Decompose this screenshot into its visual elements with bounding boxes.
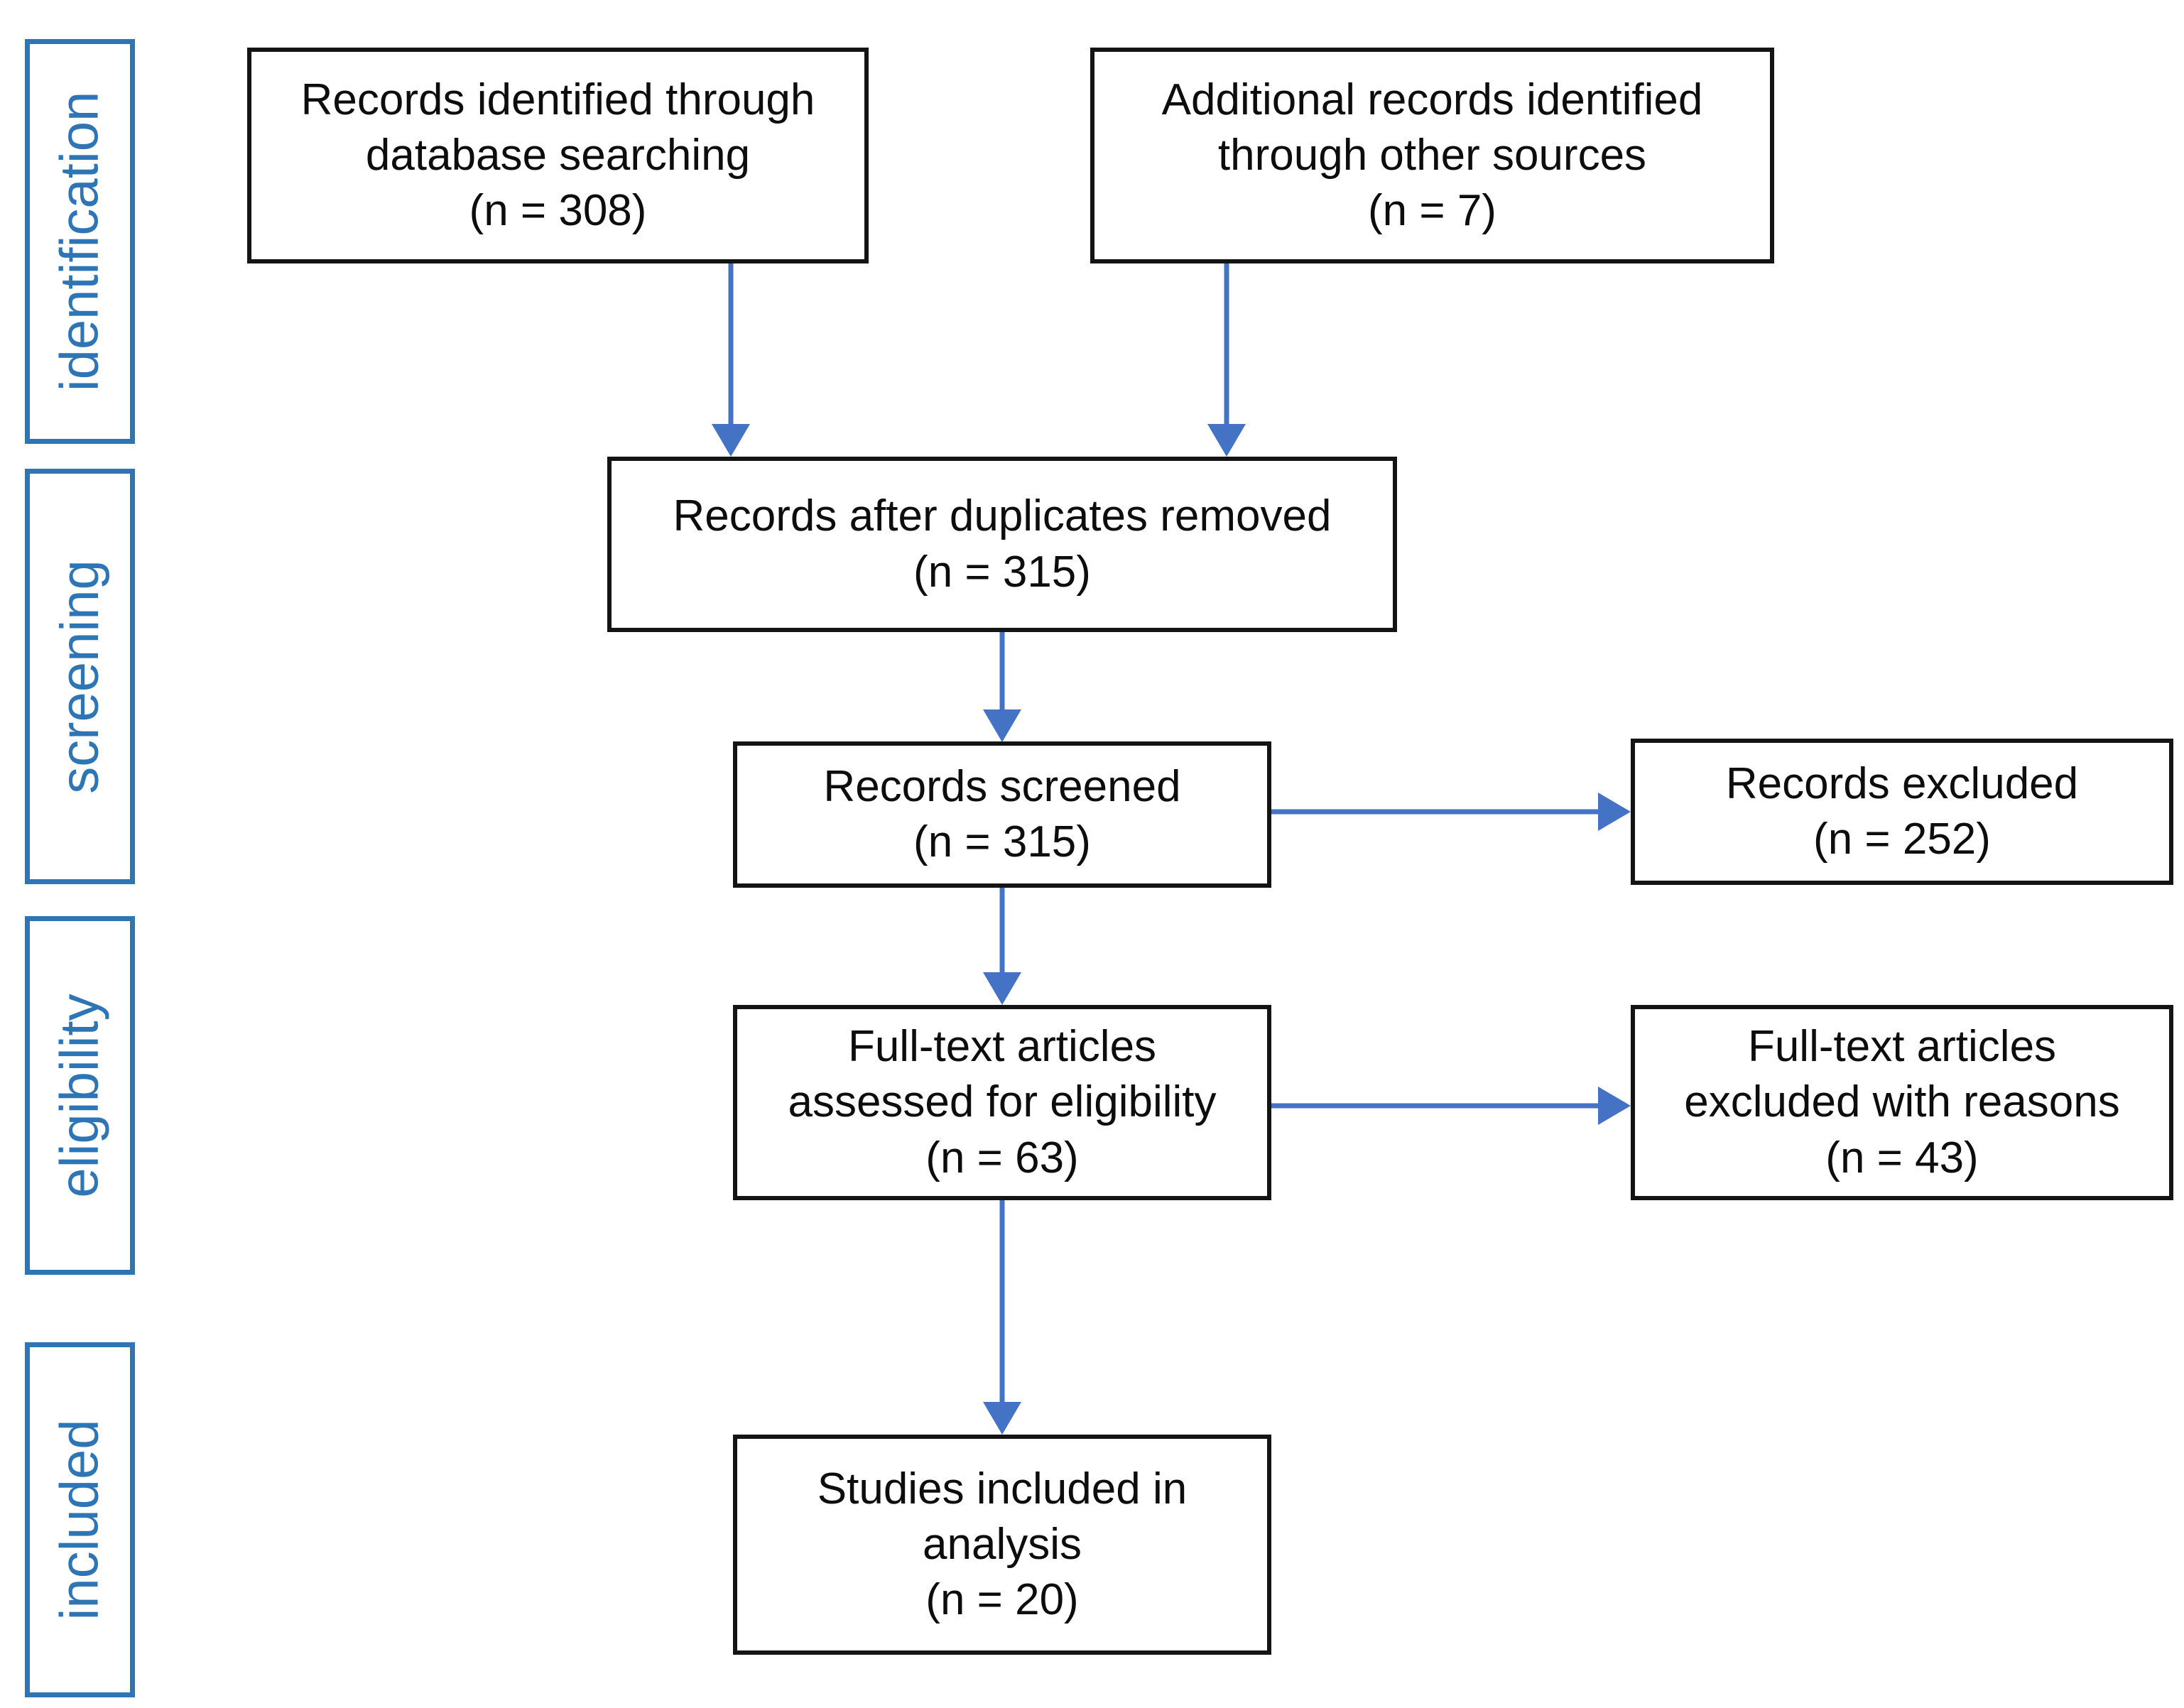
arrow-head-down-icon: [983, 1402, 1021, 1435]
arrow-db-search-to-duplicates: [712, 263, 750, 457]
box-line-3: (n = 20): [925, 1575, 1079, 1625]
arrow-shaft: [1271, 809, 1601, 815]
arrow-shaft: [999, 888, 1005, 974]
box-line-2: excluded with reasons: [1684, 1077, 2120, 1127]
arrow-fulltext-to-studies-included: [983, 1200, 1021, 1435]
arrow-shaft: [999, 1200, 1005, 1405]
arrow-head-right-icon: [1598, 1087, 1631, 1125]
stage-label-screening: screening: [49, 559, 110, 794]
box-records-identified-database-searching: Records identified through database sear…: [247, 48, 869, 263]
box-line-2: analysis: [923, 1519, 1082, 1569]
stage-box-included: included: [25, 1342, 135, 1697]
box-line-3: (n = 43): [1825, 1133, 1979, 1182]
arrow-records-screened-to-fulltext: [983, 888, 1021, 1005]
box-fulltext-articles-assessed-for-eligibility: Full-text articles assessed for eligibil…: [733, 1005, 1271, 1200]
stage-box-screening: screening: [25, 469, 135, 884]
box-line-1: Records excluded: [1725, 758, 2079, 808]
box-line-2: database searching: [365, 130, 751, 180]
box-additional-records-other-sources: Additional records identified through ot…: [1090, 48, 1774, 263]
box-line-2: (n = 315): [913, 547, 1091, 597]
box-line-3: (n = 7): [1368, 186, 1496, 236]
stage-label-identification: identification: [49, 91, 110, 392]
box-fulltext-articles-excluded-with-reasons: Full-text articles excluded with reasons…: [1631, 1005, 2173, 1200]
box-line-2: through other sources: [1217, 130, 1647, 180]
box-records-excluded: Records excluded (n = 252): [1631, 739, 2173, 885]
arrow-head-down-icon: [1207, 424, 1246, 457]
box-line-1: Full-text articles: [847, 1022, 1157, 1072]
arrow-head-right-icon: [1598, 793, 1631, 831]
arrow-other-sources-to-duplicates: [1207, 263, 1246, 457]
box-line-1: Records after duplicates removed: [673, 491, 1332, 541]
arrow-shaft: [728, 263, 734, 427]
box-records-after-duplicates-removed: Records after duplicates removed (n = 31…: [607, 457, 1397, 632]
box-line-1: Additional records identified: [1161, 75, 1703, 124]
box-line-2: (n = 252): [1813, 815, 1991, 864]
stage-box-eligibility: eligibility: [25, 916, 135, 1275]
box-line-1: Full-text articles: [1747, 1022, 2057, 1072]
box-studies-included-in-analysis: Studies included in analysis (n = 20): [733, 1435, 1271, 1655]
arrow-head-down-icon: [983, 972, 1021, 1005]
box-line-3: (n = 308): [469, 186, 647, 236]
stage-label-included: included: [49, 1419, 110, 1621]
arrow-shaft: [1271, 1103, 1601, 1109]
arrow-duplicates-to-records-screened: [983, 632, 1021, 742]
box-records-screened: Records screened (n = 315): [733, 741, 1271, 888]
arrow-fulltext-assessed-to-excluded: [1271, 1087, 1631, 1125]
stage-box-identification: identification: [25, 39, 135, 444]
arrow-shaft: [1224, 263, 1229, 427]
box-line-1: Records screened: [823, 761, 1181, 811]
arrow-shaft: [999, 632, 1005, 712]
arrow-head-down-icon: [712, 424, 750, 457]
stage-label-eligibility: eligibility: [49, 993, 110, 1198]
box-line-2: (n = 315): [913, 817, 1091, 866]
arrow-records-screened-to-excluded: [1271, 793, 1631, 831]
arrow-head-down-icon: [983, 709, 1021, 742]
box-line-1: Studies included in: [817, 1464, 1188, 1513]
box-line-1: Records identified through: [300, 75, 815, 124]
box-line-3: (n = 63): [925, 1133, 1079, 1182]
box-line-2: assessed for eligibility: [788, 1077, 1217, 1127]
